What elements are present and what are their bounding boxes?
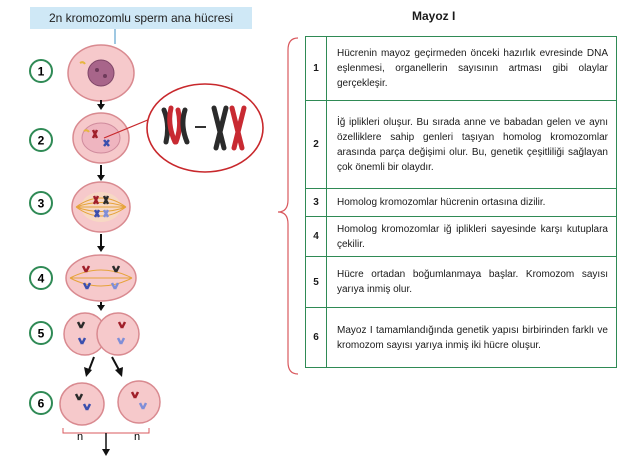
arrow-down-icon: [97, 165, 105, 181]
row-number: 2: [305, 100, 327, 189]
row-description: Hücre ortadan boğumlanmaya başlar. Kromo…: [326, 256, 617, 308]
table-row: 5 Hücre ortadan boğumlanmaya başlar. Kro…: [305, 256, 617, 308]
step-circle-6: 6: [29, 391, 53, 415]
step-circle-4: 4: [29, 266, 53, 290]
table-row: 6 Mayoz I tamamlandığında genetik yapısı…: [305, 307, 617, 368]
row-number: 1: [305, 36, 327, 101]
step-circles: 1 2 3 4 5 6: [29, 59, 53, 415]
step-circle-1: 1: [29, 59, 53, 83]
step-circle-label: 4: [38, 272, 45, 286]
arrow-diagonal-icon: [84, 356, 95, 377]
zoom-connector: [103, 116, 156, 139]
row-text: İğ iplikleri oluşur. Bu sırada anne ve b…: [337, 116, 608, 173]
cell-stage-2: [72, 112, 130, 164]
row-number: 4: [305, 216, 327, 257]
cell-stage-5: [63, 312, 140, 356]
row-text: Hücrenin mayoz geçirmeden önceki hazırlı…: [337, 48, 608, 89]
row-description: Homolog kromozomlar iğ iplikleri sayesin…: [326, 216, 617, 257]
step-circle-2: 2: [29, 128, 53, 152]
step-circle-label: 3: [38, 197, 45, 211]
haploid-bracket: n n: [62, 428, 150, 456]
haploid-label-left: n: [77, 431, 83, 443]
table-row: 1 Hücrenin mayoz geçirmeden önceki hazır…: [305, 36, 617, 101]
cell-stage-3: [71, 181, 131, 233]
row-number: 6: [305, 307, 327, 368]
step-circle-label: 6: [38, 397, 45, 411]
step-circle-3: 3: [29, 191, 53, 215]
table-brace: [277, 37, 299, 375]
row-text: Hücre ortadan boğumlanmaya başlar. Kromo…: [337, 269, 608, 295]
row-description: Mayoz I tamamlandığında genetik yapısı b…: [326, 307, 617, 368]
row-number: 3: [305, 188, 327, 217]
row-description: İğ iplikleri oluşur. Bu sırada anne ve b…: [326, 100, 617, 189]
cell-stage-4: [65, 254, 137, 302]
header-label: 2n kromozomlu sperm ana hücresi: [30, 7, 252, 29]
row-text: Homolog kromozomlar iğ iplikleri sayesin…: [337, 223, 608, 250]
row-text: Homolog kromozomlar hücrenin ortasına di…: [337, 197, 546, 208]
arrow-down-icon: [97, 302, 105, 311]
flow-arrows: [84, 100, 123, 377]
arrow-down-icon: [97, 100, 105, 110]
table-row: 2 İğ iplikleri oluşur. Bu sırada anne ve…: [305, 100, 617, 189]
step-circle-label: 2: [38, 134, 45, 148]
cell-stage-6-right: [117, 380, 161, 424]
row-description: Hücrenin mayoz geçirmeden önceki hazırlı…: [326, 36, 617, 101]
step-circle-label: 1: [38, 65, 45, 79]
table-row: 4 Homolog kromozomlar iğ iplikleri sayes…: [305, 216, 617, 257]
haploid-label-right: n: [134, 431, 140, 443]
table-title: Mayoz I: [412, 9, 456, 23]
step-circle-5: 5: [29, 321, 53, 345]
row-text: Mayoz I tamamlandığında genetik yapısı b…: [337, 324, 608, 351]
cell-stage-6-left: [59, 382, 105, 426]
steps-table: 1 Hücrenin mayoz geçirmeden önceki hazır…: [305, 36, 617, 368]
arrow-down-icon: [97, 234, 105, 252]
row-number: 5: [305, 256, 327, 308]
cell-stage-1: [67, 44, 135, 102]
arrow-diagonal-icon: [111, 356, 123, 377]
crossing-over-zoom: [146, 83, 264, 173]
arrow-down-icon: [102, 449, 110, 456]
step-circle-label: 5: [38, 327, 45, 341]
row-description: Homolog kromozomlar hücrenin ortasına di…: [326, 188, 617, 217]
table-row: 3 Homolog kromozomlar hücrenin ortasına …: [305, 188, 617, 217]
